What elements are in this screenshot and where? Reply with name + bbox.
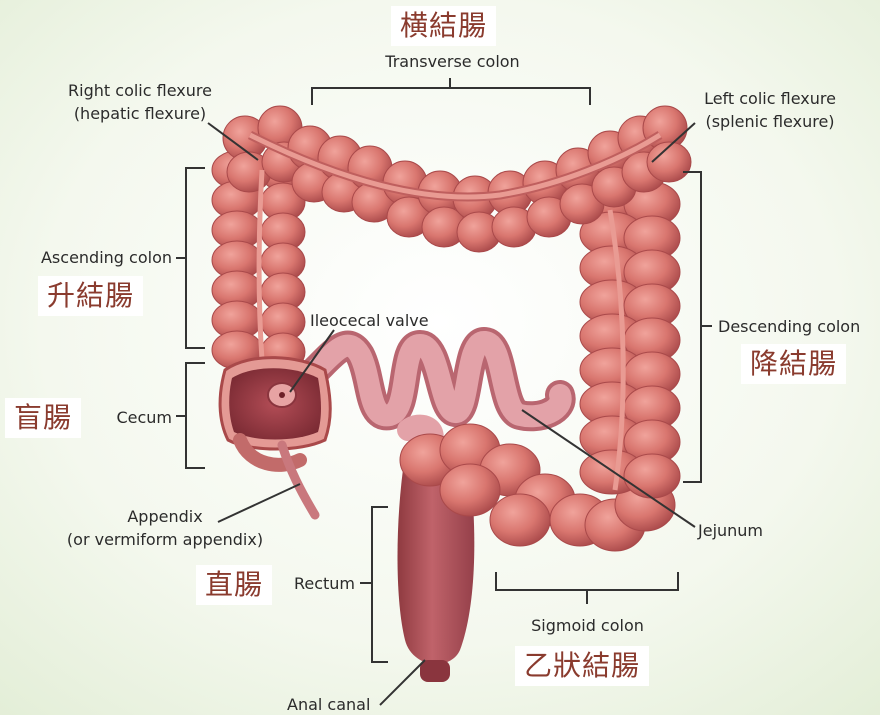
- rectum-label: Rectum: [275, 573, 355, 594]
- haustrum: [440, 464, 500, 516]
- ascending-colon-jp-label: 升結腸: [38, 276, 143, 316]
- left-colic-flexure-label: Left colic flexure: [690, 88, 850, 109]
- vermiform-appendix-label: (or vermiform appendix): [55, 529, 275, 550]
- descending-colon-label: Descending colon: [718, 316, 860, 337]
- hepatic-flexure-label: (hepatic flexure): [55, 103, 225, 124]
- cecum-jp-label: 盲腸: [5, 398, 81, 438]
- haustrum: [490, 494, 550, 546]
- appendix-label: Appendix: [55, 506, 275, 527]
- transverse-colon-jp-label: 横結腸: [391, 6, 496, 46]
- jejunum-label: Jejunum: [698, 520, 763, 541]
- haustrum: [647, 142, 691, 182]
- splenic-flexure-label: (splenic flexure): [690, 111, 850, 132]
- right-colic-flexure-label: Right colic flexure: [55, 80, 225, 101]
- anal-canal-label: Anal canal: [287, 694, 370, 715]
- haustrum: [624, 454, 680, 498]
- ascending-colon-label: Ascending colon: [10, 247, 172, 268]
- sigmoid-colon-jp-label: 乙狀結腸: [515, 646, 649, 686]
- ileocecal-valve-label: Ileocecal valve: [310, 310, 429, 331]
- sigmoid-colon-label: Sigmoid colon: [505, 615, 670, 636]
- descending-colon-jp-label: 降結腸: [741, 344, 846, 384]
- rectum-jp-label: 直腸: [196, 565, 272, 605]
- cecum-label: Cecum: [95, 407, 172, 428]
- transverse-colon-label: Transverse colon: [355, 51, 550, 72]
- descending-colon-shape: [580, 178, 680, 498]
